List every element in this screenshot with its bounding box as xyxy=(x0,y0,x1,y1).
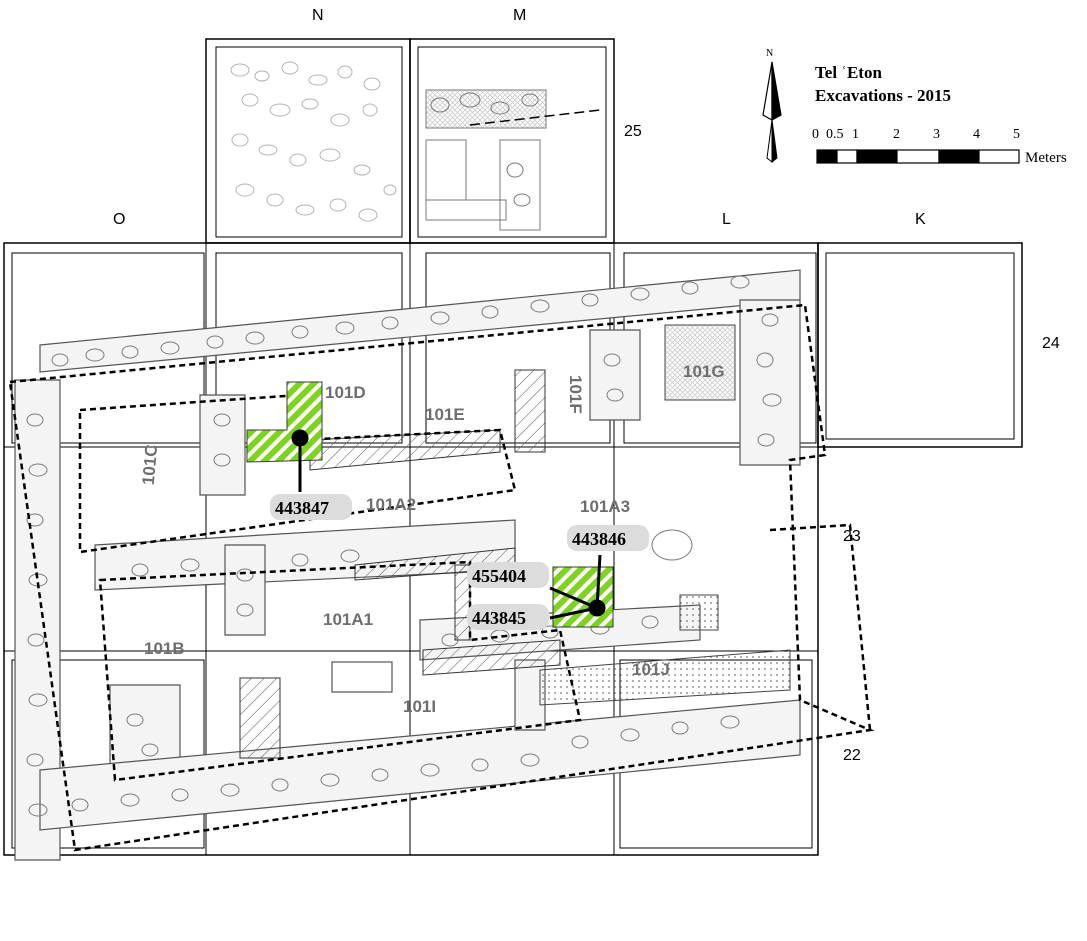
sample-areas xyxy=(246,381,614,628)
dotted-features xyxy=(539,324,791,706)
room-label-101F: 101F xyxy=(566,375,585,414)
grid-column-K: K xyxy=(915,211,926,228)
room-label-101E: 101E xyxy=(425,405,465,424)
room-label-101A2: 101A2 xyxy=(366,495,416,514)
scale-tick-0-5: 0.5 xyxy=(826,127,844,142)
map-title-line1: Tel ʿEton xyxy=(815,63,882,82)
scale-unit: Meters xyxy=(1025,150,1067,166)
scale-tick-3: 3 xyxy=(933,127,940,142)
scale-bar xyxy=(816,149,1020,164)
grid-row-24: 24 xyxy=(1042,335,1060,352)
sample-label-443845: 443845 xyxy=(472,608,526,628)
grid-column-L: L xyxy=(722,211,731,228)
excavation-squares xyxy=(3,38,1023,856)
room-label-101D: 101D xyxy=(325,383,366,402)
stones-top-right-square xyxy=(425,89,601,231)
room-label-101I: 101I xyxy=(403,697,436,716)
sample-point-443846 xyxy=(588,599,606,617)
sample-label-455404: 455404 xyxy=(472,566,526,586)
room-label-101J: 101J xyxy=(632,660,670,679)
room-label-101C: 101C xyxy=(139,444,161,486)
scale-tick-1: 1 xyxy=(852,127,859,142)
grid-row-22: 22 xyxy=(843,747,861,764)
sample-pointers xyxy=(291,429,606,620)
room-label-101G: 101G xyxy=(683,362,725,381)
grid-column-M: M xyxy=(513,7,526,24)
grid-row-23: 23 xyxy=(843,528,861,545)
scale-tick-5: 5 xyxy=(1013,127,1020,142)
stones-top-left-square xyxy=(230,61,397,222)
wall-stones xyxy=(26,275,782,817)
grid-column-N: N xyxy=(312,7,324,24)
sample-label-443847: 443847 xyxy=(275,498,329,518)
map-title-line2: Excavations - 2015 xyxy=(815,86,951,105)
north-label: N xyxy=(766,48,773,59)
sample-point-443847 xyxy=(291,429,309,447)
scale-tick-4: 4 xyxy=(973,127,980,142)
room-label-101A3: 101A3 xyxy=(580,497,630,516)
sample-label-443846: 443846 xyxy=(572,529,626,549)
room-label-101B: 101B xyxy=(144,639,185,658)
scale-tick-0: 0 xyxy=(812,127,819,142)
grid-column-O: O xyxy=(113,211,125,228)
sample-label-backgrounds xyxy=(270,494,649,630)
scale-tick-2: 2 xyxy=(893,127,900,142)
room-label-101A1: 101A1 xyxy=(323,610,373,629)
hatched-features xyxy=(239,369,561,759)
grid-row-25: 25 xyxy=(624,123,642,140)
north-arrow xyxy=(762,61,782,164)
